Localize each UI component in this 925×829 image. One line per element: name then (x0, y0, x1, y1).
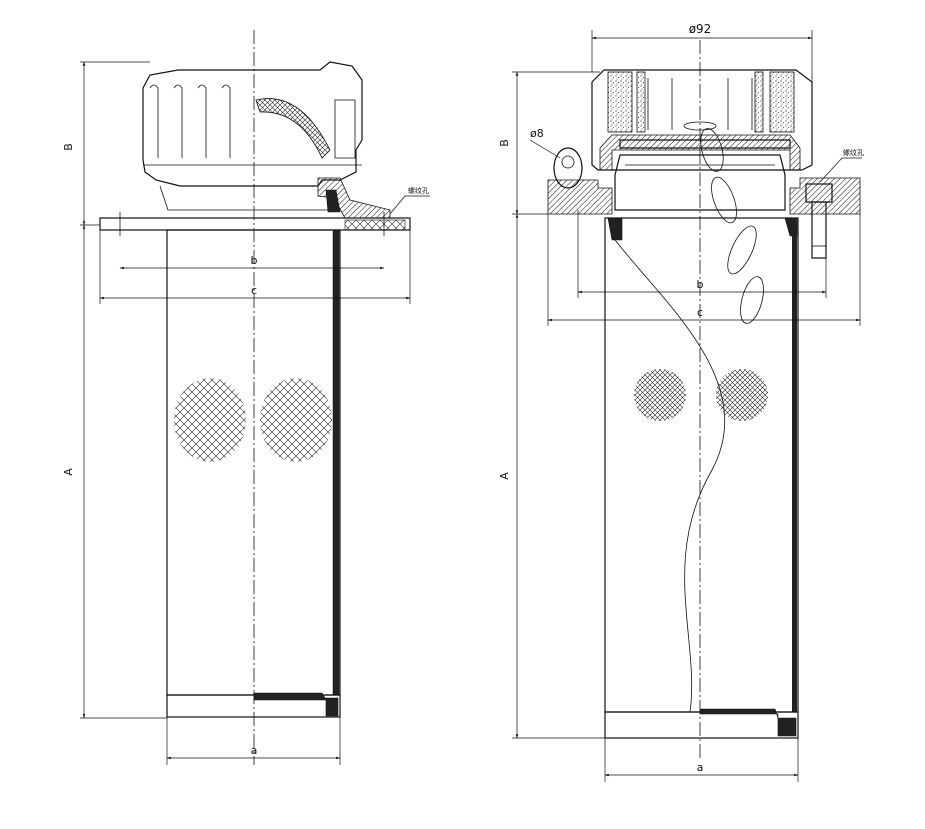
right-dim-a: a (697, 761, 704, 774)
left-mesh-2 (260, 378, 332, 462)
left-body (166, 229, 341, 696)
right-dim-b: b (697, 278, 704, 291)
left-dim-a: a (251, 744, 258, 757)
right-mesh-1 (634, 369, 686, 421)
left-dim-A: A (62, 468, 75, 476)
right-dim-A: A (498, 472, 511, 480)
left-dim-B: B (62, 143, 75, 151)
left-dim-b: b (251, 254, 258, 267)
right-dim-c: c (697, 306, 703, 319)
right-thread-label: 螺纹孔 (843, 148, 864, 157)
right-bottom-cap (604, 711, 799, 739)
left-view: B A b c a 螺纹孔 (62, 30, 430, 765)
right-dim-hole: ø8 (530, 127, 544, 140)
left-mesh-1 (174, 378, 246, 462)
left-dim-c: c (251, 284, 257, 297)
right-cap (547, 69, 861, 259)
right-dim-B: B (498, 139, 511, 147)
right-mesh-2 (716, 369, 768, 421)
right-wave (611, 235, 725, 713)
right-swirl (700, 128, 764, 324)
right-dim-diameter: ø92 (689, 22, 712, 36)
left-cap (142, 61, 391, 219)
left-thread-label: 螺纹孔 (408, 186, 429, 195)
right-view: ø92 ø8 B A b c a 螺纹孔 (498, 22, 864, 782)
left-bottom-cap (166, 694, 341, 718)
